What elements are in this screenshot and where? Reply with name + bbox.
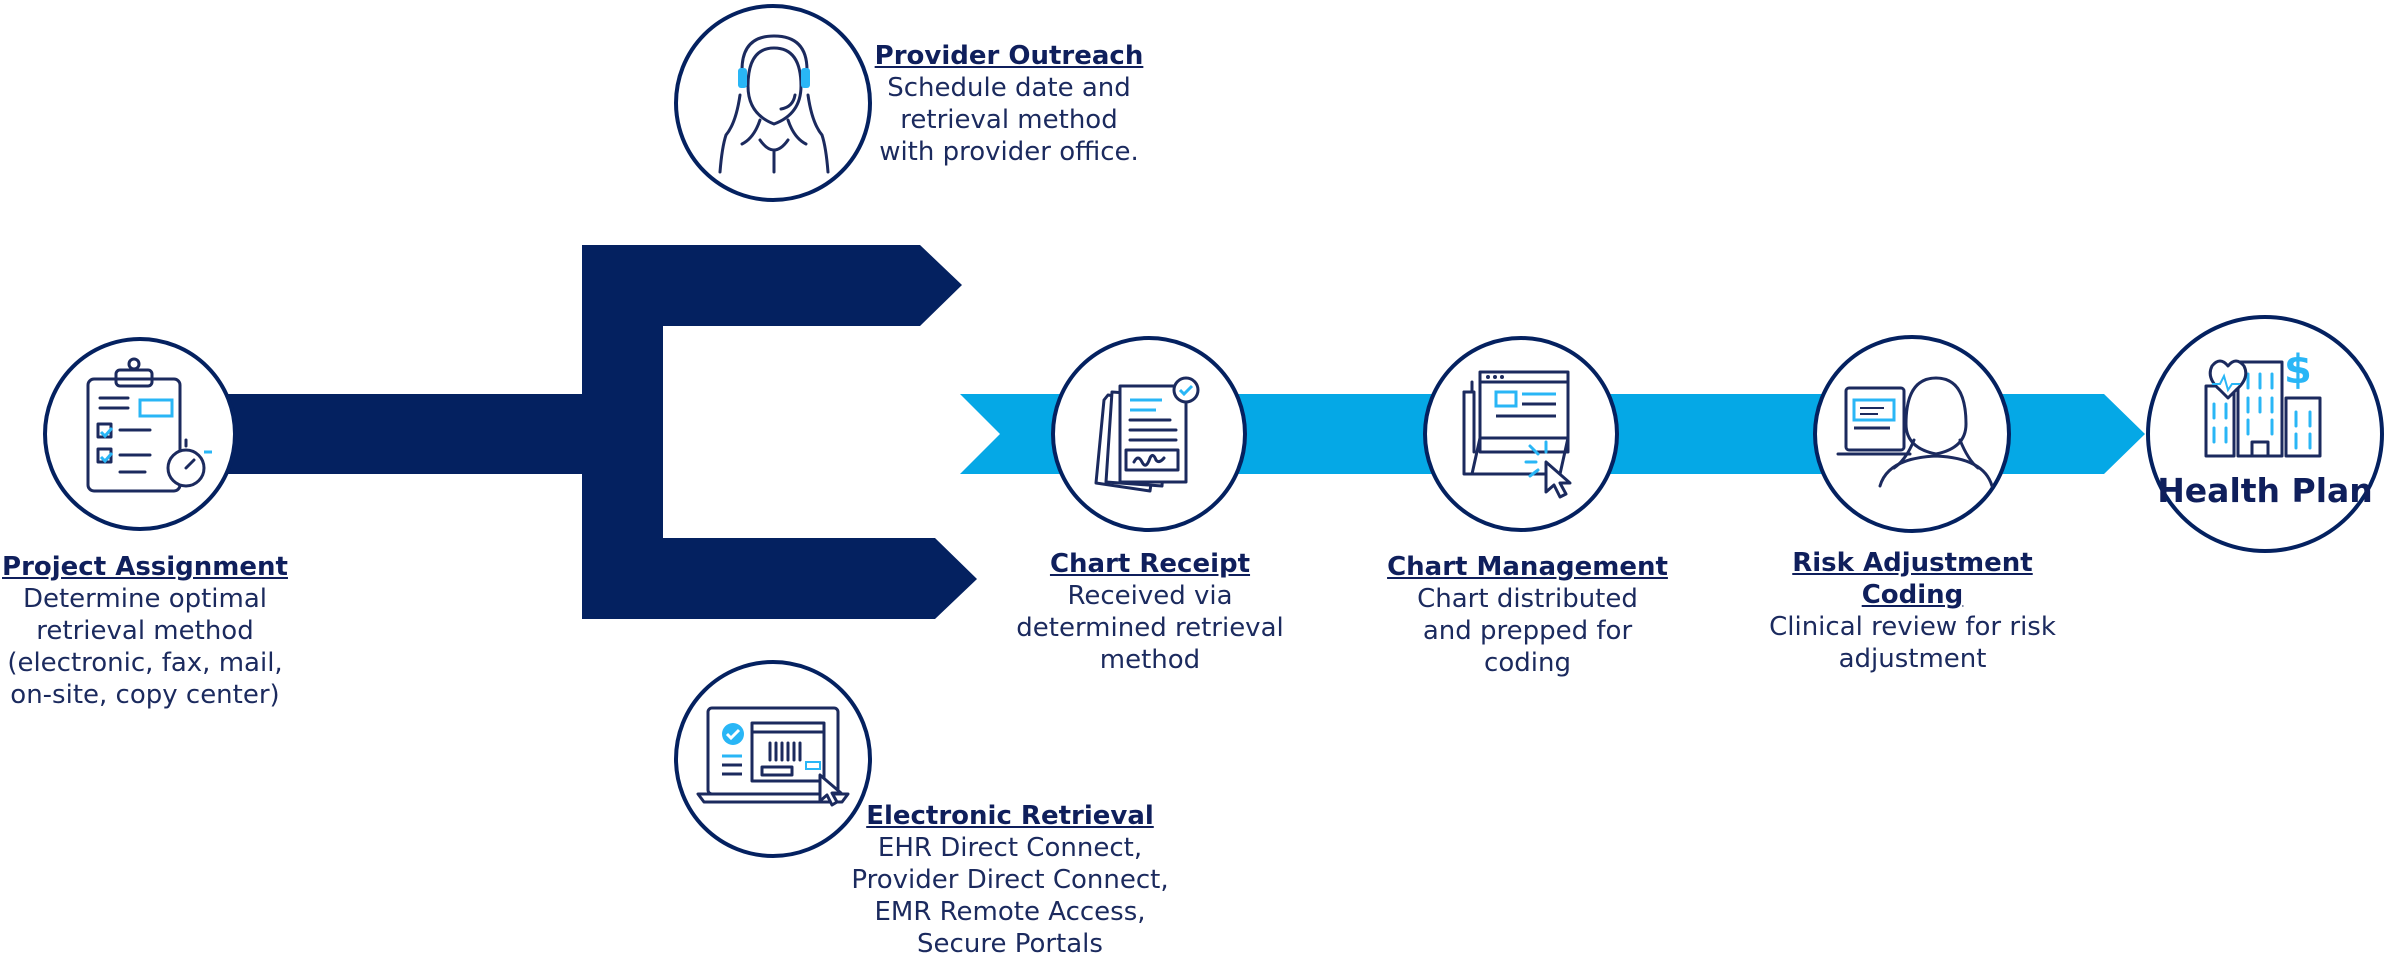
hospital-building-icon: $ Health Plan: [2146, 315, 2384, 553]
provider-outreach-label: Provider Outreach Schedule date and retr…: [870, 40, 1148, 168]
svg-text:$: $: [2284, 347, 2312, 393]
electronic-retrieval-description: EHR Direct Connect, Provider Direct Conn…: [851, 833, 1169, 959]
chart-management-label: Chart Management Chart distributed and p…: [1385, 551, 1670, 679]
electronic-retrieval-label: Electronic Retrieval EHR Direct Connect,…: [840, 800, 1180, 960]
project-assignment-title: Project Assignment: [2, 552, 288, 582]
chart-receipt-label: Chart Receipt Received via determined re…: [1005, 548, 1295, 676]
folder-cursor-icon: [1423, 336, 1619, 532]
electronic-retrieval-title: Electronic Retrieval: [866, 801, 1154, 831]
health-plan-label: Health Plan: [2157, 471, 2373, 510]
risk-adjustment-coding-description: Clinical review for risk adjustment: [1769, 612, 2056, 674]
headset-agent-icon: [674, 4, 872, 202]
coder-at-computer-icon: [1813, 335, 2011, 533]
project-assignment-label: Project Assignment Determine optimal ret…: [0, 551, 290, 711]
risk-adjustment-coding-title: Risk Adjustment Coding: [1792, 548, 2033, 610]
chart-management-title: Chart Management: [1387, 552, 1668, 582]
chart-receipt-description: Received via determined retrieval method: [1016, 581, 1284, 675]
provider-outreach-description: Schedule date and retrieval method with …: [879, 73, 1139, 167]
chart-receipt-title: Chart Receipt: [1049, 549, 1251, 579]
provider-outreach-title: Provider Outreach: [874, 41, 1144, 71]
signed-document-icon: [1051, 336, 1247, 532]
laptop-portal-icon: [674, 660, 872, 858]
chart-management-description: Chart distributed and prepped for coding: [1417, 584, 1638, 678]
risk-adjustment-coding-label: Risk Adjustment Coding Clinical review f…: [1750, 547, 2075, 675]
clipboard-stopwatch-icon: [43, 337, 237, 531]
project-assignment-description: Determine optimal retrieval method (elec…: [7, 584, 283, 710]
navy-branch-path: [200, 245, 977, 619]
